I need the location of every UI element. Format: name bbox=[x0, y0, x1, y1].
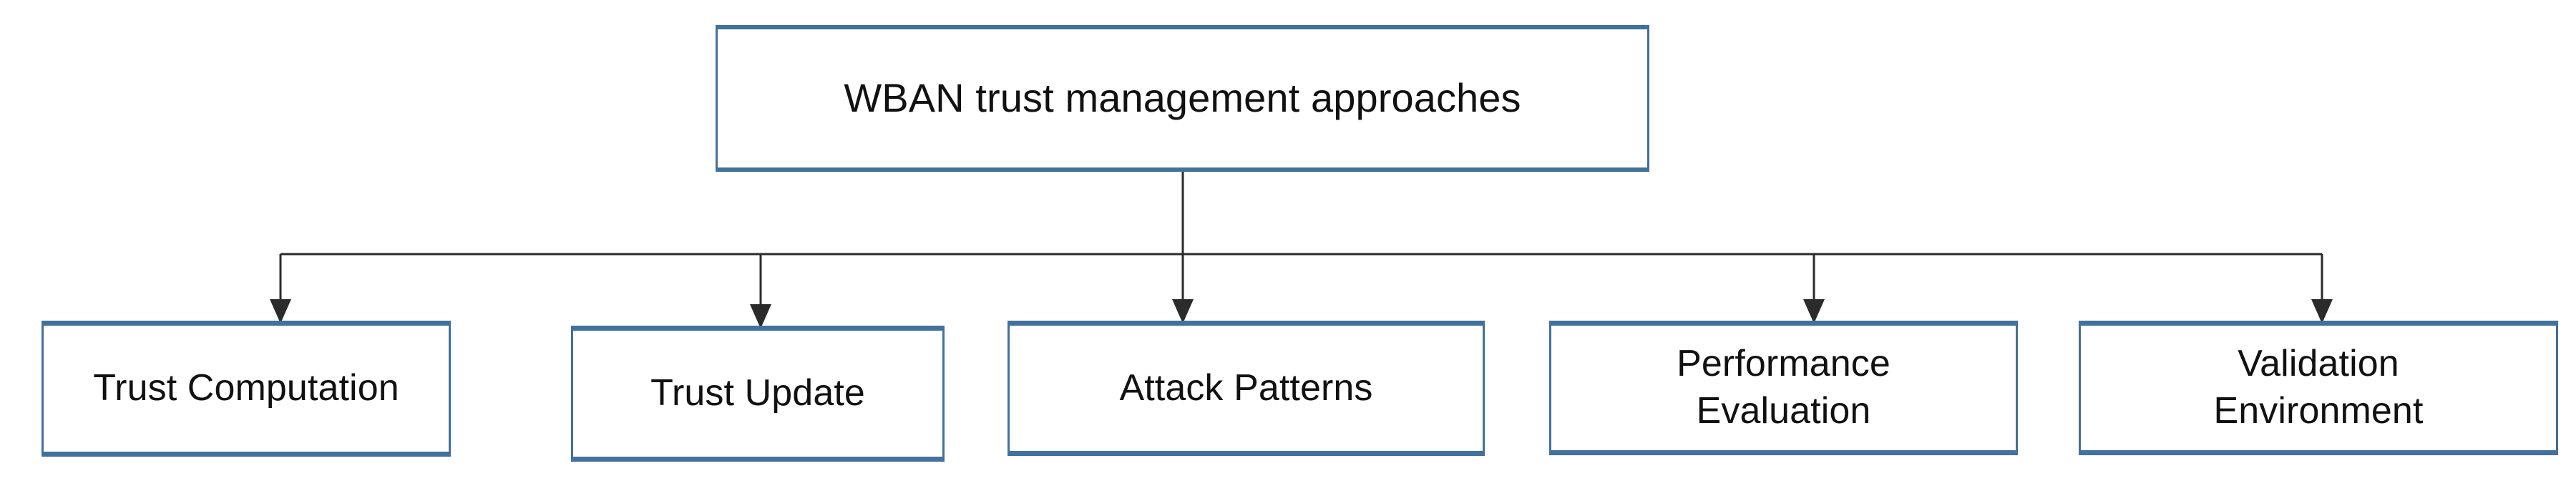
child-node-label: Attack Patterns bbox=[1119, 366, 1373, 409]
arrowhead-icon bbox=[1803, 299, 1825, 324]
child-node-trust-update[interactable]: Trust Update bbox=[571, 326, 945, 462]
child-node-trust-computation[interactable]: Trust Computation bbox=[42, 321, 451, 457]
child-node-attack-patterns[interactable]: Attack Patterns bbox=[1008, 321, 1485, 456]
arrowhead-icon bbox=[1172, 299, 1194, 324]
root-node-label: WBAN trust management approaches bbox=[844, 75, 1521, 121]
arrowhead-icon bbox=[750, 304, 771, 329]
child-node-label: Validation Environment bbox=[2213, 343, 2424, 432]
arrowhead-icon bbox=[2311, 299, 2333, 324]
child-node-label: Trust Update bbox=[650, 372, 865, 414]
arrowhead-icon bbox=[270, 299, 291, 324]
child-node-performance-evaluation[interactable]: Performance Evaluation bbox=[1549, 321, 2018, 455]
child-node-validation-environment[interactable]: Validation Environment bbox=[2079, 321, 2558, 455]
root-node[interactable]: WBAN trust management approaches bbox=[716, 25, 1649, 172]
child-node-label: Trust Computation bbox=[93, 367, 399, 409]
child-node-label: Performance Evaluation bbox=[1677, 343, 1890, 432]
